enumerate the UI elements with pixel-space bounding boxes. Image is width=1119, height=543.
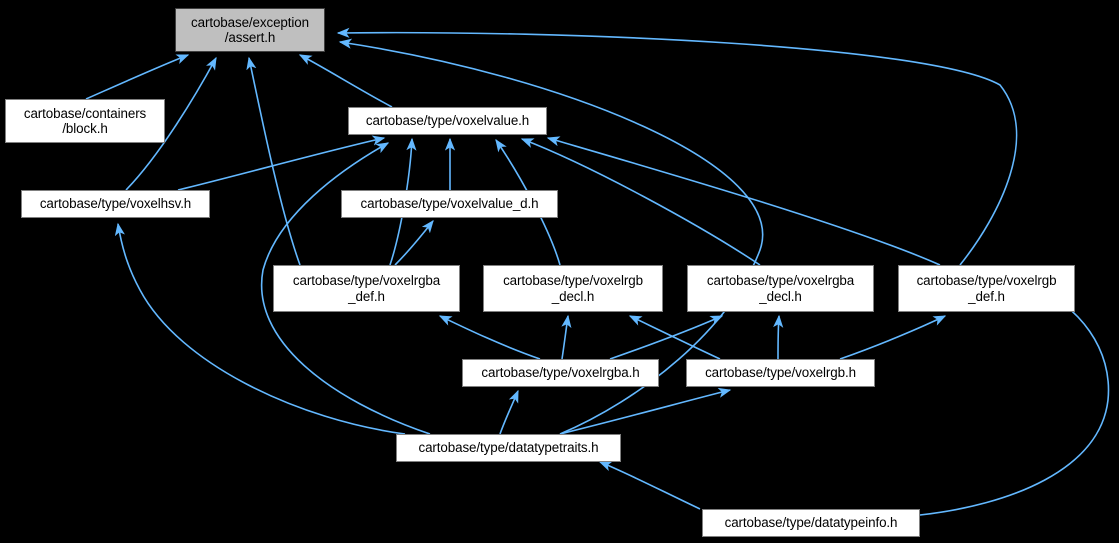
graph-node-label: cartobase/type/voxelrgba _decl.h [706, 273, 855, 304]
graph-node-voxelhsv[interactable]: cartobase/type/voxelhsv.h [21, 190, 210, 218]
graph-node-voxelvalue_d[interactable]: cartobase/type/voxelvalue_d.h [341, 190, 558, 218]
graph-node-voxelrgb_def[interactable]: cartobase/type/voxelrgb _def.h [898, 265, 1075, 312]
graph-edge-voxelrgb_def-to-voxelvalue [546, 136, 941, 266]
graph-edge-voxelrgba_def-to-voxelvalue_d [394, 219, 434, 266]
graph-edge-voxelrgb-to-voxelrgb_decl [628, 315, 721, 360]
graph-node-label: cartobase/type/voxelvalue_d.h [360, 196, 539, 212]
graph-edge-voxelrgba-to-voxelrgb_decl [561, 314, 572, 360]
graph-edge-datatypetraits-to-voxelvalue [260, 142, 431, 435]
graph-node-voxelvalue[interactable]: cartobase/type/voxelvalue.h [348, 107, 547, 135]
graph-node-label: cartobase/type/voxelhsv.h [39, 196, 192, 212]
graph-node-voxelrgba[interactable]: cartobase/type/voxelrgba.h [462, 359, 659, 387]
graph-node-datatypeinfo[interactable]: cartobase/type/datatypeinfo.h [702, 509, 920, 537]
graph-edge-voxelrgb_def-to-assert [336, 27, 1018, 266]
graph-node-label: cartobase/type/voxelrgba.h [481, 365, 640, 381]
graph-edge-voxelrgb-to-voxelrgba_decl [773, 314, 784, 360]
graph-node-label: cartobase/type/datatypetraits.h [418, 440, 599, 456]
graph-edge-voxelrgba-to-voxelrgba_def [438, 315, 541, 360]
graph-node-label: cartobase/type/voxelvalue.h [365, 113, 530, 129]
graph-node-datatypetraits[interactable]: cartobase/type/datatypetraits.h [396, 434, 621, 462]
graph-edge-voxelrgba_decl-to-voxelvalue [520, 138, 761, 266]
graph-edge-voxelrgba_def-to-assert [246, 56, 301, 266]
edge-paths [85, 27, 1110, 516]
graph-node-label: cartobase/type/voxelrgb _def.h [916, 273, 1057, 304]
graph-node-label: cartobase/type/voxelrgb.h [705, 365, 856, 381]
graph-node-voxelrgb_decl[interactable]: cartobase/type/voxelrgb _decl.h [483, 265, 663, 312]
graph-node-label: cartobase/type/datatypeinfo.h [724, 515, 898, 531]
graph-node-assert[interactable]: cartobase/exception /assert.h [175, 8, 325, 52]
graph-node-voxelrgba_decl[interactable]: cartobase/type/voxelrgba _decl.h [687, 265, 874, 312]
graph-edge-block-to-assert [85, 54, 190, 100]
graph-node-label: cartobase/type/voxelrgba _def.h [292, 273, 441, 304]
graph-edge-voxelrgba-to-voxelrgba_decl [609, 315, 724, 360]
graph-node-label: cartobase/type/voxelrgb _decl.h [503, 273, 643, 304]
graph-edge-datatypetraits-to-voxelrgba [499, 389, 519, 435]
graph-edge-voxelvalue-to-assert [298, 54, 393, 108]
graph-edge-datatypetraits-to-voxelhsv [114, 222, 406, 435]
graph-node-block[interactable]: cartobase/containers /block.h [5, 99, 165, 143]
graph-edge-voxelhsv-to-assert [125, 56, 217, 191]
graph-edge-datatypeinfo-to-datatypetraits [598, 461, 701, 510]
graph-edge-voxelhsv-to-voxelvalue [177, 135, 386, 191]
graph-node-voxelrgba_def[interactable]: cartobase/type/voxelrgba _def.h [273, 265, 460, 312]
graph-node-voxelrgb[interactable]: cartobase/type/voxelrgb.h [686, 359, 875, 387]
graph-edge-voxelrgb-to-voxelrgb_def [839, 315, 947, 360]
graph-edge-datatypetraits-to-voxelrgb [559, 387, 732, 435]
graph-node-label: cartobase/exception /assert.h [191, 14, 309, 46]
graph-node-label: cartobase/containers /block.h [23, 105, 147, 137]
graph-edge-datatypeinfo-to-voxelrgb_def [919, 284, 1110, 516]
